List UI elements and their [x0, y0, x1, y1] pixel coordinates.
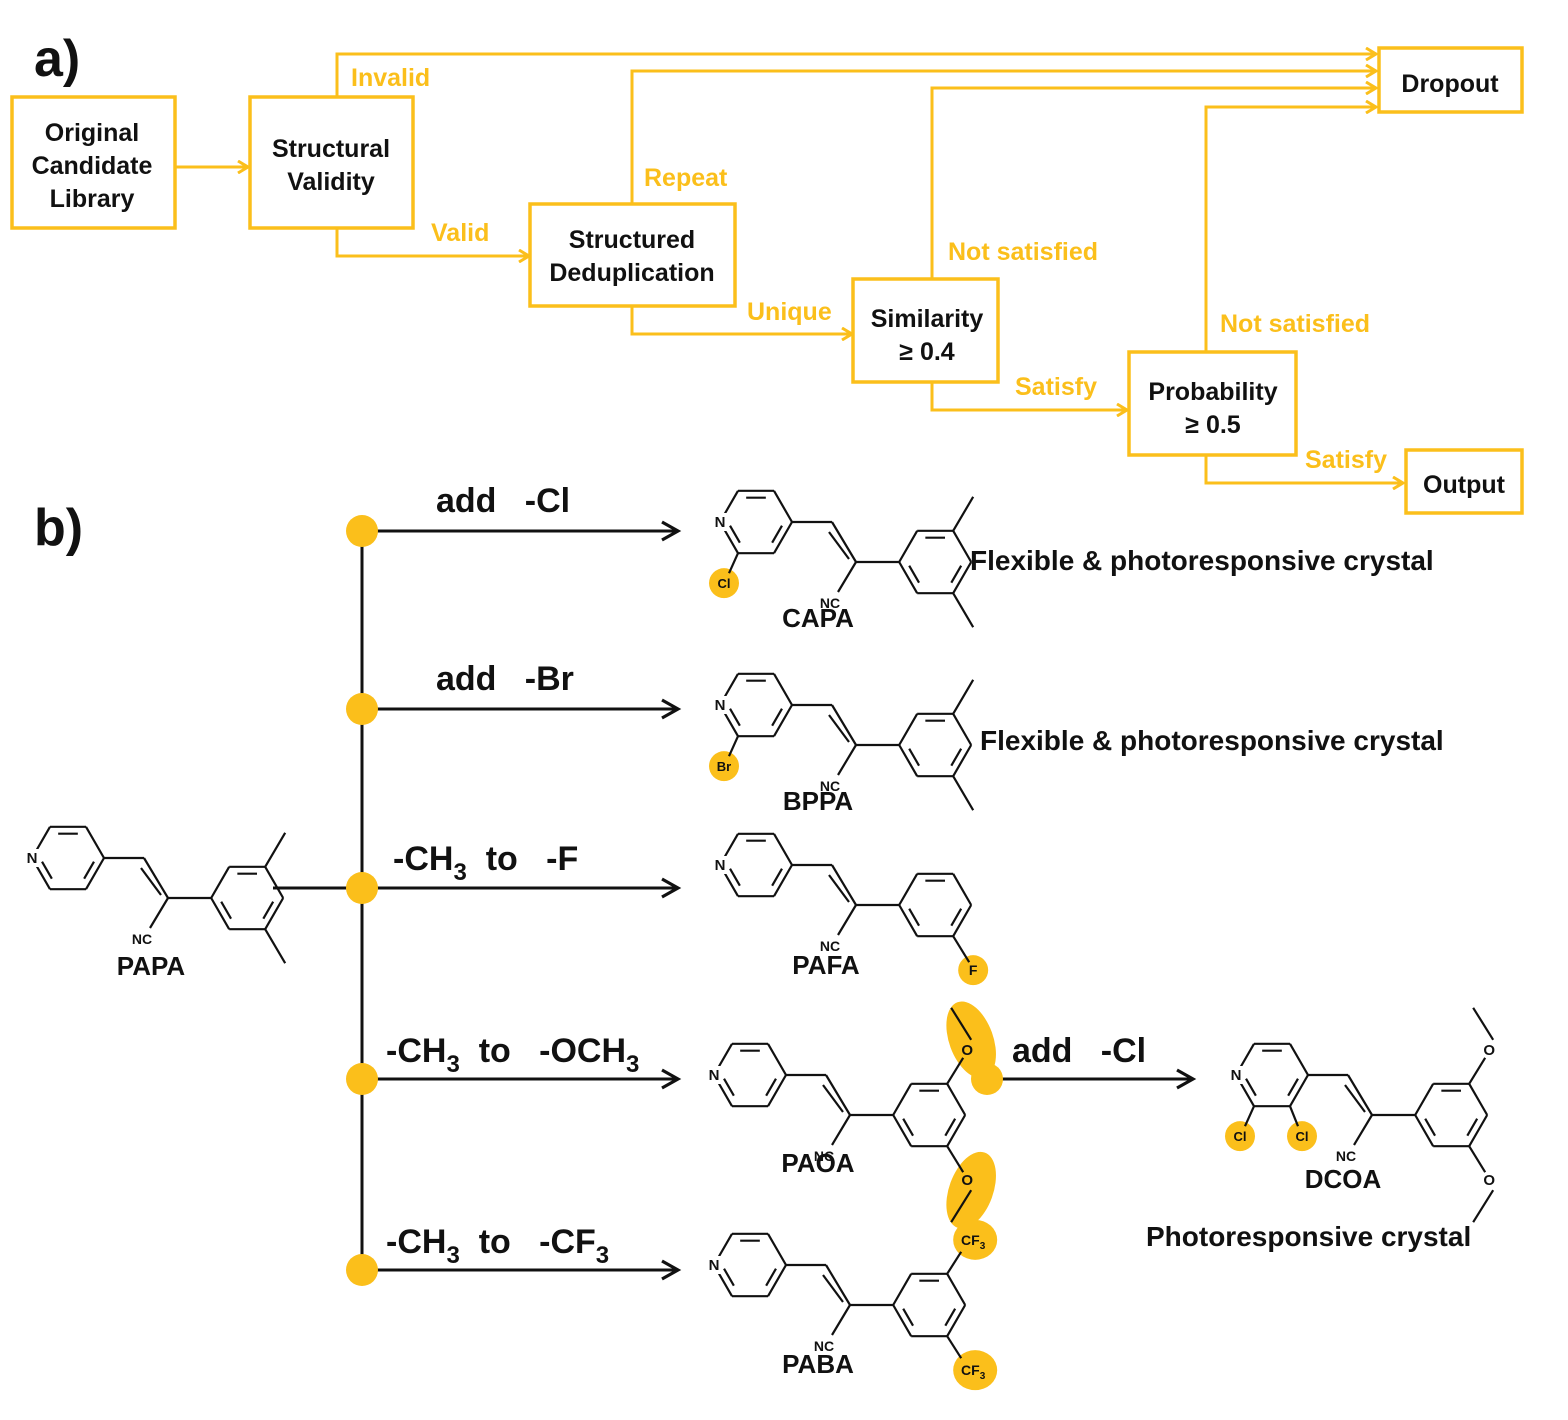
svg-text:O: O — [961, 1172, 973, 1189]
box-probability: Probability ≥ 0.5 — [1127, 350, 1298, 457]
molecule-paoa: N NC O O — [705, 1001, 996, 1229]
label-valid: Valid — [431, 219, 489, 247]
label-repeat: Repeat — [644, 164, 728, 192]
label-invalid: Invalid — [351, 64, 430, 92]
svg-text:Deduplication: Deduplication — [549, 259, 714, 287]
box-output: Output — [1404, 448, 1524, 515]
svg-text:Cl: Cl — [1296, 1129, 1309, 1144]
compound-name-paba: PABA — [782, 1349, 854, 1379]
reaction-label-second-step: add -Cl — [1012, 1032, 1146, 1070]
molecule-bppa: N NC Br — [709, 672, 975, 811]
edge-prob-satisfy — [1204, 455, 1403, 483]
svg-text:Original: Original — [45, 119, 139, 147]
reaction-label-och3: -CH3 to -OCH3 — [386, 1032, 639, 1078]
flow-connectors — [176, 54, 1403, 483]
molecule-pafa: N NC F — [711, 832, 989, 986]
label-prob-not-satisfied: Not satisfied — [1220, 310, 1370, 338]
compound-name-paoa: PAOA — [781, 1148, 854, 1178]
label-unique: Unique — [747, 298, 832, 326]
svg-text:CF3: CF3 — [961, 1232, 986, 1252]
svg-text:Candidate: Candidate — [32, 152, 153, 180]
svg-text:NC: NC — [1336, 1148, 1356, 1164]
edge-prob-not-satisfied — [1204, 107, 1376, 352]
property-dcoa: Photoresponsive crystal — [1146, 1221, 1471, 1252]
node-dot-br — [346, 693, 378, 725]
molecule-papa: N NC — [23, 825, 287, 964]
compound-name-pafa: PAFA — [792, 950, 860, 980]
svg-text:N: N — [715, 514, 726, 531]
edge-valid — [335, 228, 529, 256]
edge-sim-not-satisfied — [930, 88, 1376, 278]
svg-text:N: N — [709, 1257, 720, 1274]
compound-name-papa: PAPA — [117, 951, 186, 981]
box-original-library: Original Candidate Library — [10, 95, 177, 230]
svg-text:NC: NC — [132, 931, 152, 947]
svg-text:NC: NC — [820, 778, 840, 794]
panel-b-label: b) — [34, 499, 83, 557]
compound-name-bppa: BPPA — [783, 786, 854, 816]
svg-text:N: N — [1231, 1067, 1242, 1084]
reaction-label-f: -CH3 to -F — [393, 840, 578, 886]
svg-text:Similarity: Similarity — [871, 305, 984, 333]
svg-text:O: O — [1483, 1042, 1495, 1059]
svg-text:Probability: Probability — [1148, 378, 1277, 406]
reaction-label-cf3: -CH3 to -CF3 — [386, 1223, 609, 1269]
panel-a: a) Original Candidate Library Structural… — [10, 30, 1524, 515]
box-structured-deduplication: Structured Deduplication — [528, 202, 737, 308]
svg-text:N: N — [27, 850, 38, 867]
reaction-label-cl: add -Cl — [436, 482, 570, 520]
svg-text:Library: Library — [50, 185, 135, 213]
edge-sim-satisfy — [930, 382, 1127, 410]
svg-text:N: N — [715, 857, 726, 874]
node-dot-cf3 — [346, 1254, 378, 1286]
molecule-capa: N NC Cl — [709, 489, 975, 628]
svg-text:Output: Output — [1423, 471, 1506, 499]
box-structural-validity: Structural Validity — [248, 95, 415, 230]
label-sim-satisfy: Satisfy — [1015, 373, 1097, 401]
compound-name-capa: CAPA — [782, 603, 854, 633]
svg-text:≥ 0.4: ≥ 0.4 — [899, 338, 955, 366]
svg-text:NC: NC — [820, 938, 840, 954]
edge-invalid — [335, 54, 1376, 96]
node-dot-cl — [346, 515, 378, 547]
svg-text:NC: NC — [814, 1148, 834, 1164]
svg-text:Structural: Structural — [272, 135, 390, 163]
svg-text:NC: NC — [814, 1338, 834, 1354]
svg-text:Br: Br — [717, 759, 731, 774]
label-sim-not-satisfied: Not satisfied — [948, 238, 1098, 266]
svg-text:≥ 0.5: ≥ 0.5 — [1185, 411, 1241, 439]
svg-text:Validity: Validity — [287, 168, 375, 196]
panel-a-label: a) — [34, 30, 80, 88]
panel-b: b) add -Cl add -Br -CH3 to -F -CH3 to -O… — [23, 482, 1495, 1391]
edge-unique — [630, 306, 852, 334]
svg-text:NC: NC — [820, 595, 840, 611]
node-dot-och3 — [346, 1063, 378, 1095]
svg-text:Cl: Cl — [1234, 1129, 1247, 1144]
svg-text:Cl: Cl — [718, 576, 731, 591]
svg-text:F: F — [969, 962, 978, 978]
edge-repeat — [630, 71, 1376, 203]
reaction-label-br: add -Br — [436, 660, 574, 698]
svg-text:O: O — [1483, 1172, 1495, 1189]
svg-text:O: O — [961, 1042, 973, 1059]
property-capa: Flexible & photoresponsive crystal — [970, 545, 1434, 576]
label-prob-satisfy: Satisfy — [1305, 446, 1387, 474]
property-bppa: Flexible & photoresponsive crystal — [980, 725, 1444, 756]
compound-name-dcoa: DCOA — [1305, 1164, 1382, 1194]
box-dropout: Dropout — [1377, 46, 1524, 114]
svg-text:Structured: Structured — [569, 226, 695, 254]
svg-text:N: N — [709, 1067, 720, 1084]
svg-text:N: N — [715, 697, 726, 714]
svg-text:CF3: CF3 — [961, 1362, 986, 1382]
node-dot-f — [346, 872, 378, 904]
molecule-dcoa: N NC O O Cl Cl — [1225, 1007, 1495, 1223]
box-similarity: Similarity ≥ 0.4 — [851, 277, 1000, 384]
svg-text:Dropout: Dropout — [1401, 70, 1499, 98]
